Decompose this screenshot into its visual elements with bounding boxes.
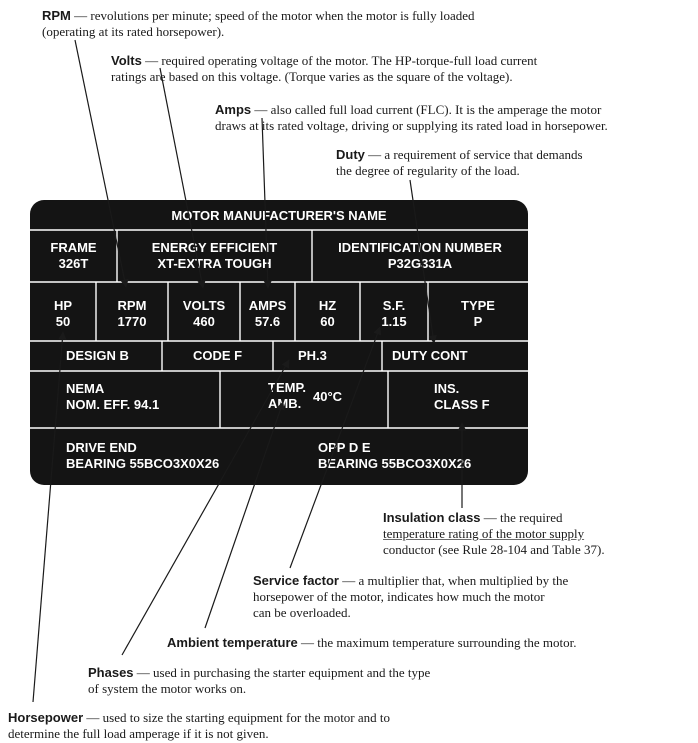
annotation-phases: Phases — used in purchasing the starter …	[88, 665, 430, 697]
rating-value: 57.6	[254, 314, 281, 329]
rating-cell-hp: HP 50	[30, 298, 96, 330]
annotation-text: ratings are based on this voltage. (Torq…	[111, 69, 513, 84]
opposite-drive-end-cell: OPP D E BEARING 55BCO3X0X26	[318, 440, 471, 472]
annotation-term: Duty	[336, 147, 365, 162]
temp-line: TEMP.	[268, 380, 307, 395]
annotation-term: Insulation class	[383, 510, 481, 525]
annotation-term: Ambient temperature	[167, 635, 298, 650]
annotation-rpm: RPM — revolutions per minute; speed of t…	[42, 8, 475, 40]
insulation-cell: INS. CLASS F	[434, 381, 490, 413]
temp-value: 40°C	[313, 389, 343, 404]
annotation-service-factor: Service factor — a multiplier that, when…	[253, 573, 568, 621]
phase-value: PH.3	[298, 348, 327, 363]
annotation-text: horsepower of the motor, indicates how m…	[253, 589, 545, 604]
temp-line: AMB.	[268, 396, 302, 411]
insulation-line: CLASS F	[434, 397, 490, 412]
rating-value: 60	[320, 314, 335, 329]
annotation-text: of system the motor works on.	[88, 681, 247, 696]
annotation-text: can be overloaded.	[253, 605, 351, 620]
annotation-text: — revolutions per minute; speed of the m…	[74, 8, 475, 23]
rating-cell-rpm: RPM 1770	[96, 298, 168, 330]
energy-line: XT-EXTRA TOUGH	[157, 256, 272, 271]
annotation-term: Amps	[215, 102, 252, 117]
nema-cell: NEMA NOM. EFF. 94.1	[66, 381, 159, 413]
frame-value: 326T	[58, 256, 89, 271]
duty-value: DUTY CONT	[392, 348, 468, 363]
opposite-drive-end-line: OPP D E	[318, 440, 371, 455]
rating-value: 1.15	[381, 314, 407, 329]
annotation-text: — the required	[483, 510, 563, 525]
annotation-text: — used to size the starting equipment fo…	[86, 710, 391, 725]
annotation-text: — also called full load current (FLC). I…	[254, 102, 602, 117]
insulation-line: INS.	[434, 381, 460, 396]
annotation-term: Phases	[88, 665, 134, 680]
code-value: CODE F	[192, 348, 243, 363]
energy-line: ENERGY EFFICIENT	[151, 240, 278, 255]
annotation-text: determine the full load amperage if it i…	[8, 726, 269, 741]
annotation-volts: Volts — required operating voltage of th…	[111, 53, 537, 85]
rating-value: 460	[193, 314, 215, 329]
annotation-term: Volts	[111, 53, 142, 68]
rating-value: 1770	[117, 314, 147, 329]
design-value: DESIGN B	[66, 348, 129, 363]
annotation-ambient-temperature: Ambient temperature — the maximum temper…	[167, 635, 576, 651]
rating-label: HP	[53, 298, 73, 313]
nameplate-title: MOTOR MANUFACTURER'S NAME	[171, 208, 387, 223]
annotation-term: RPM	[42, 8, 71, 23]
drive-end-cell: DRIVE END BEARING 55BCO3X0X26	[66, 440, 219, 472]
rating-label: VOLTS	[182, 298, 226, 313]
rating-label: RPM	[117, 298, 147, 313]
annotation-amps: Amps — also called full load current (FL…	[215, 102, 608, 134]
identification-label: IDENTIFICATION NUMBER	[338, 240, 502, 255]
rating-cell-amps: AMPS 57.6	[240, 298, 295, 330]
frame-cell: FRAME 326T	[30, 240, 117, 272]
annotation-duty: Duty — a requirement of service that dem…	[336, 147, 583, 179]
rating-value: P	[473, 314, 483, 329]
annotation-text: temperature rating of the motor supply	[383, 526, 585, 541]
annotation-text: the degree of regularity of the load.	[336, 163, 520, 178]
identification-value: P32G331A	[387, 256, 453, 271]
rating-cell-sf: S.F. 1.15	[360, 298, 428, 330]
annotation-text: — required operating voltage of the moto…	[145, 53, 538, 68]
drive-end-line: BEARING 55BCO3X0X26	[66, 456, 220, 471]
annotation-text: — a multiplier that, when multiplied by …	[342, 573, 569, 588]
annotation-term: Service factor	[253, 573, 339, 588]
rating-label: AMPS	[248, 298, 287, 313]
drive-end-line: DRIVE END	[66, 440, 137, 455]
rating-label: S.F.	[382, 298, 406, 313]
rating-value: 50	[55, 314, 71, 329]
annotation-term: Horsepower	[8, 710, 84, 725]
annotation-insulation-class: Insulation class — the required temperat…	[383, 510, 605, 558]
rating-label: HZ	[318, 298, 337, 313]
temp-cell: TEMP. AMB.	[268, 380, 306, 412]
frame-label: FRAME	[50, 240, 97, 255]
motor-nameplate: MOTOR MANUFACTURER'S NAME FRAME 326T ENE…	[30, 200, 528, 485]
nema-line: NOM. EFF. 94.1	[66, 397, 160, 412]
annotation-text: — used in purchasing the starter equipme…	[136, 665, 431, 680]
annotation-text: — the maximum temperature surrounding th…	[301, 635, 577, 650]
identification-cell: IDENTIFICATION NUMBER P32G331A	[312, 240, 528, 272]
energy-cell: ENERGY EFFICIENT XT-EXTRA TOUGH	[117, 240, 312, 272]
annotation-horsepower: Horsepower — used to size the starting e…	[8, 710, 390, 742]
opposite-drive-end-line: BEARING 55BCO3X0X26	[318, 456, 472, 471]
annotation-text: (operating at its rated horsepower).	[42, 24, 225, 39]
rating-cell-volts: VOLTS 460	[168, 298, 240, 330]
annotation-text: draws at its rated voltage, driving or s…	[215, 118, 608, 133]
annotation-text: conductor (see Rule 28-104 and Table 37)…	[383, 542, 605, 557]
nema-line: NEMA	[66, 381, 105, 396]
rating-cell-type: TYPE P	[428, 298, 528, 330]
annotation-text: — a requirement of service that demands	[368, 147, 583, 162]
rating-label: TYPE	[461, 298, 495, 313]
rating-cell-hz: HZ 60	[295, 298, 360, 330]
